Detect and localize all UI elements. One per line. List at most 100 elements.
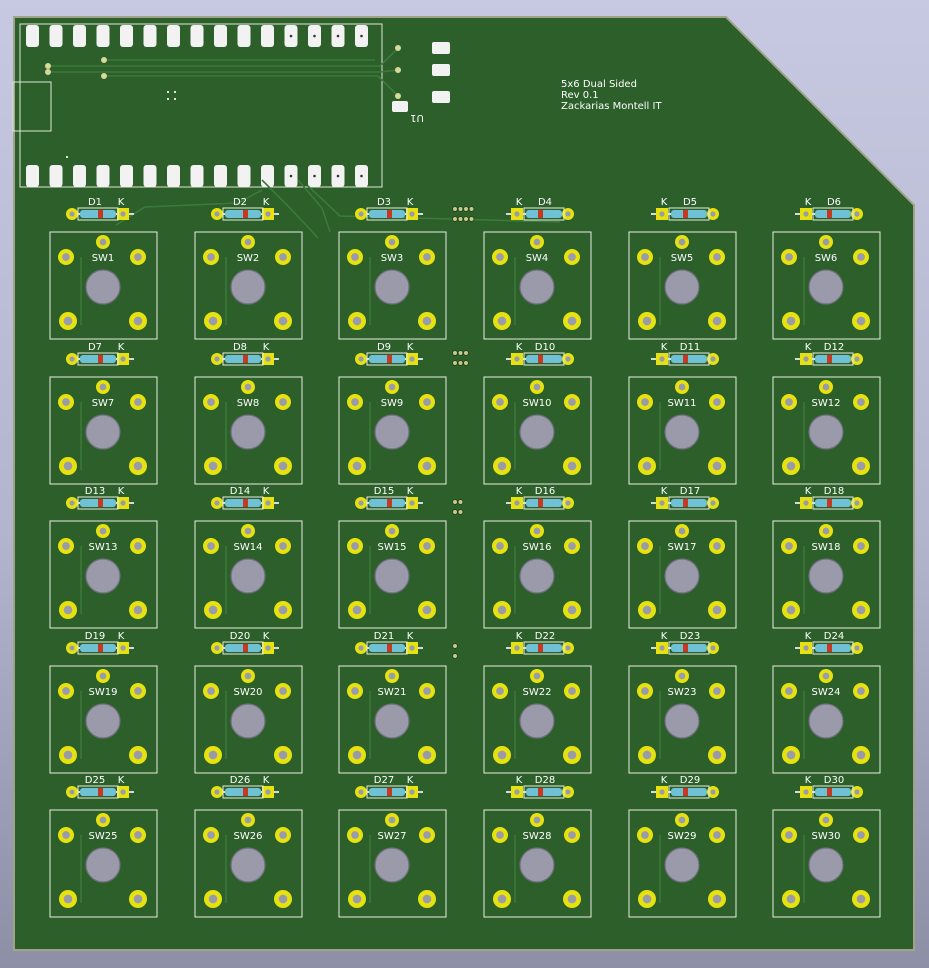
pad-drill [207,687,215,695]
via [457,206,464,212]
pad-drill [710,789,716,795]
pad-drill [423,831,431,839]
mcu-pin [49,165,63,187]
diode-silk-outline [668,785,710,799]
pad-drill [207,398,215,406]
switch-center-hole [808,847,844,883]
pad-drill [265,211,271,217]
mcu-pin [96,25,110,47]
mcu-pin-dot [360,174,363,178]
pad-drill [120,789,126,795]
pad-drill [710,500,716,506]
pad-drill [497,750,507,760]
cathode-mark: K [118,486,125,497]
pad-drill [822,383,830,391]
switch-label: SW21 [378,687,407,698]
mcu-vias [45,45,401,99]
diode-label: D28 [535,775,555,786]
switch-outline [338,376,447,485]
switch-outline [49,665,158,774]
pad-drill [409,211,415,217]
pad-drill [358,211,364,217]
switch-center-hole [519,414,555,450]
board-revision: Rev 0.1 [561,90,599,101]
pad-drill [69,356,75,362]
pad-drill [659,500,665,506]
diode-silk-outline [366,352,408,366]
pad-drill [214,356,220,362]
pad-drill [63,894,73,904]
pad-drill [712,316,722,326]
pad-drill [803,211,809,217]
pad-drill [134,542,142,550]
switch-label: SW20 [234,687,263,698]
diode-silk-outline [222,641,264,655]
switch-label: SW1 [92,253,115,264]
pad-drill [351,687,359,695]
via [452,216,458,222]
pad-drill [422,750,432,760]
pad-drill [63,316,73,326]
diode-band [683,210,688,218]
pad-drill [712,894,722,904]
pad-drill [565,211,571,217]
pad-drill [642,316,652,326]
mcu-pin [237,25,251,47]
pad-drill [533,672,541,680]
cathode-mark: K [661,342,668,353]
pad-drill [244,816,252,824]
pad-drill [62,687,70,695]
mcu-pin [26,165,39,187]
diode-label: D15 [374,486,394,497]
switch-label: SW28 [523,831,552,842]
switch-center-hole [519,558,555,594]
pad-drill [358,789,364,795]
pad-drill [785,831,793,839]
routing-vias [452,206,475,659]
mcu-pin-row-top [26,25,368,47]
cathode-mark: K [661,631,668,642]
via [457,360,464,366]
pad-drill [207,831,215,839]
pad-drill [642,605,652,615]
mcu-pin [143,25,157,47]
pad-drill [713,687,721,695]
diode-label: D6 [827,197,841,208]
via [463,360,469,366]
diode-band [387,210,392,218]
cathode-mark: K [118,342,125,353]
diode-silk-outline [523,641,565,655]
pad-drill [63,461,73,471]
switch-center-hole [808,269,844,305]
pad-drill [659,211,665,217]
pad-drill [496,253,504,261]
pad-drill [409,500,415,506]
diode-label: D12 [824,342,844,353]
pad-drill [208,750,218,760]
pad-drill [120,356,126,362]
diode-silk-outline [523,207,565,221]
pad-drill [63,750,73,760]
switch-label: SW27 [378,831,407,842]
cathode-mark: K [661,197,668,208]
pad-drill [279,687,287,695]
cathode-mark: K [407,775,414,786]
pad-drill [351,253,359,261]
diode-silk-outline [812,641,854,655]
pad-drill [803,645,809,651]
switch-label: SW23 [668,687,697,698]
pad-drill [62,253,70,261]
via [452,350,458,356]
cathode-mark: K [805,486,812,497]
mcu-pin [237,165,251,187]
pad-drill [854,356,860,362]
cathode-mark: K [805,775,812,786]
pad-drill [642,461,652,471]
pad-drill [713,398,721,406]
